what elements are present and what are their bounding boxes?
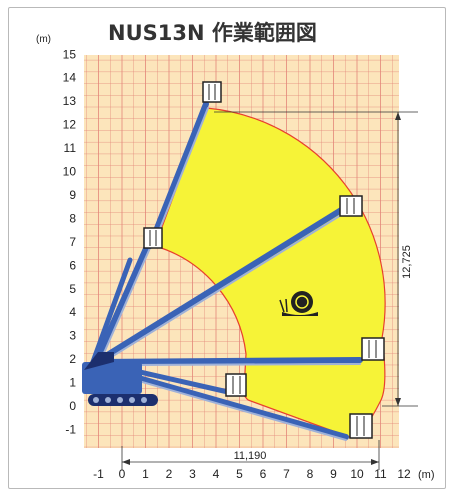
dimension-vertical: 12,725 bbox=[214, 111, 418, 407]
x-tick-label: 7 bbox=[283, 467, 290, 481]
work-area bbox=[154, 107, 386, 439]
y-tick-label: 14 bbox=[63, 71, 77, 85]
boom-horizontal bbox=[93, 357, 363, 365]
crawler-icon bbox=[82, 352, 158, 406]
y-tick-label: 6 bbox=[69, 258, 76, 272]
x-tick-label: 11 bbox=[374, 467, 387, 481]
x-tick-label: 4 bbox=[213, 467, 220, 481]
x-tick-label: -1 bbox=[93, 467, 104, 481]
x-tick-label: 8 bbox=[307, 467, 314, 481]
boom-upper-reach bbox=[93, 204, 349, 365]
dimension-horizontal: 11,190 bbox=[121, 440, 380, 470]
y-tick-label: 10 bbox=[63, 165, 77, 179]
y-tick-label: 13 bbox=[63, 94, 77, 108]
x-tick-label: 12 bbox=[397, 467, 411, 481]
y-tick-label: 12 bbox=[63, 118, 77, 132]
y-tick-label: 9 bbox=[69, 188, 76, 202]
boom-max-height bbox=[93, 101, 209, 365]
y-tick-label: 7 bbox=[69, 235, 76, 249]
x-tick-label: 10 bbox=[350, 467, 364, 481]
y-tick-label: 15 bbox=[63, 47, 77, 61]
snail-icon bbox=[279, 291, 318, 316]
x-tick-label: 2 bbox=[166, 467, 173, 481]
x-tick-label: 0 bbox=[119, 467, 126, 481]
y-tick-label: 5 bbox=[69, 282, 76, 296]
y-tick-label: 2 bbox=[69, 352, 76, 366]
y-tick-label: 1 bbox=[69, 376, 76, 390]
boom-secondary bbox=[87, 257, 133, 373]
y-tick-label: 4 bbox=[69, 305, 76, 319]
y-tick-label: 3 bbox=[69, 329, 76, 343]
x-tick-label: 9 bbox=[330, 467, 337, 481]
y-axis-unit: (m) bbox=[36, 34, 51, 45]
x-tick-label: 5 bbox=[236, 467, 243, 481]
diagram-title: NUS13N 作業範囲図 bbox=[108, 21, 317, 45]
dim-horizontal-label: 11,190 bbox=[234, 450, 267, 462]
basket-icon bbox=[143, 81, 385, 439]
x-tick-label: 6 bbox=[260, 467, 267, 481]
y-tick-label: 8 bbox=[69, 211, 76, 225]
x-tick-label: 1 bbox=[142, 467, 149, 481]
x-axis-unit: (m) bbox=[418, 469, 435, 481]
y-tick-label: -1 bbox=[65, 422, 76, 436]
y-tick-label: 0 bbox=[69, 399, 76, 413]
y-tick-label: 11 bbox=[64, 141, 77, 155]
dim-vertical-label: 12,725 bbox=[401, 245, 413, 279]
x-tick-label: 3 bbox=[189, 467, 196, 481]
